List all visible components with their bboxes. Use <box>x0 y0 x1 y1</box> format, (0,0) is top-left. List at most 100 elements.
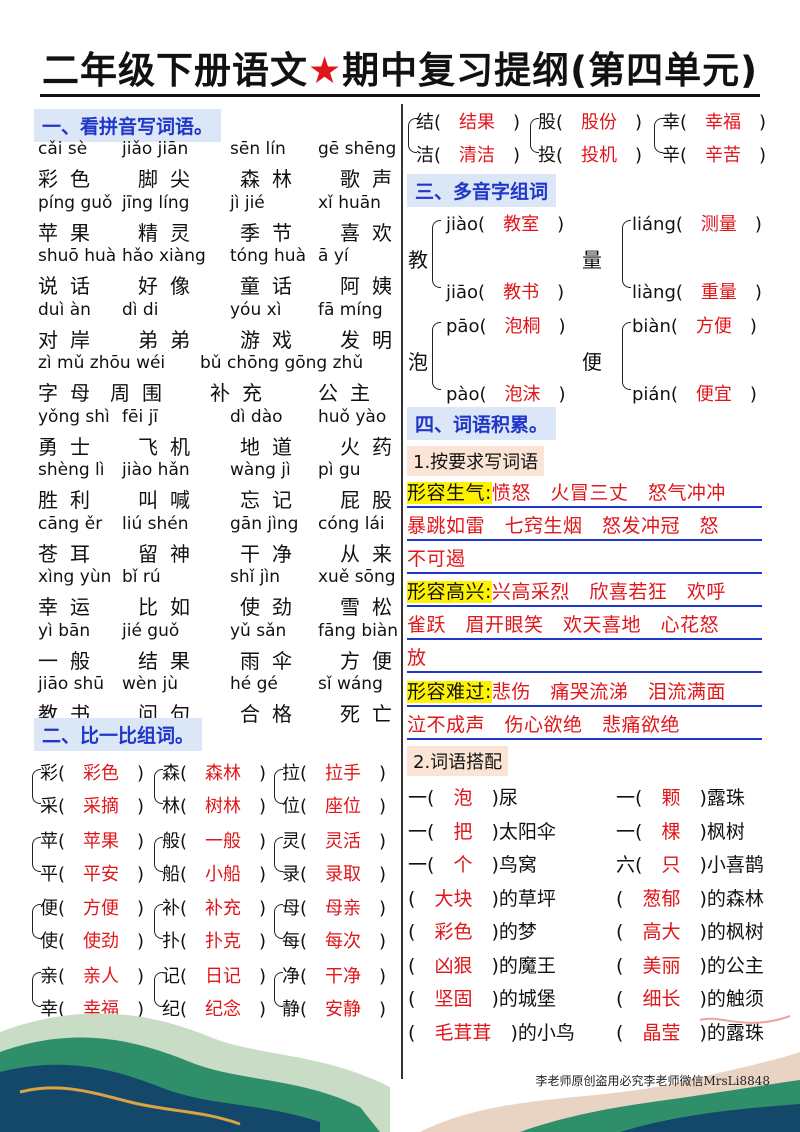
matching-suffix: )的森林 <box>699 887 764 910</box>
compare-answer: 股份 <box>581 112 618 133</box>
pinyin-text: wèn jù <box>122 674 179 694</box>
pinyin-text: shuō huà <box>38 246 117 266</box>
compare-pair: 采( 采摘 ) <box>40 796 145 817</box>
matching-prefix: ( <box>408 954 416 977</box>
brace-icon <box>432 322 441 390</box>
matching-answer: 个 <box>453 854 473 876</box>
polyphone-pinyin: liàng <box>632 282 676 303</box>
matching-answer: 棵 <box>661 820 681 843</box>
pinyin-text: bǔ chōng gōng zhǔ <box>200 353 364 373</box>
matching-prefix: 一( <box>408 820 435 843</box>
brace-icon <box>154 971 163 1007</box>
matching-suffix: )的魔王 <box>491 954 556 977</box>
compare-char: 每 <box>282 931 300 952</box>
chinese-word: 森林 <box>240 167 304 191</box>
polyphone-entry: pāo( 泡桐 ) <box>446 316 566 337</box>
compare-pair: 补( 补充 ) <box>162 898 267 919</box>
brace-icon <box>274 971 283 1007</box>
footer-credit: 李老师原创盗用必究李老师微信MrsLi8848 <box>535 1074 770 1088</box>
chinese-word: 干净 <box>240 541 304 566</box>
brace-icon <box>274 836 283 872</box>
brace-icon <box>154 836 163 872</box>
matching-suffix: )的小鸟 <box>510 1021 575 1044</box>
pinyin-text: gē shēng <box>318 139 397 159</box>
matching-prefix: ( <box>408 921 416 943</box>
polyphone-char: 泡 <box>408 350 428 374</box>
pinyin-text: dì dào <box>230 406 283 427</box>
category-sad: 形容难过:悲伤 痛哭流涕 泪流满面 泣不成声 伤心欲绝 悲痛欲绝 <box>407 676 767 742</box>
chinese-word: 忘记 <box>240 488 304 512</box>
brace-icon <box>32 769 41 804</box>
pinyin-text: shǐ jìn <box>230 567 280 587</box>
word-matching-item: 一( 泡 )尿 <box>408 783 518 810</box>
chinese-word: 游戏 <box>240 327 304 352</box>
polyphone-pinyin: biàn <box>632 316 671 337</box>
compare-pair: 位( 座位 ) <box>282 796 387 817</box>
pinyin-text: jì jié <box>230 192 265 213</box>
compare-pair: 亲( 亲人 ) <box>40 965 145 987</box>
compare-pair: 录( 录取 ) <box>282 863 387 885</box>
polyphone-answer: 泡沫 <box>504 384 541 405</box>
compare-char: 纪 <box>162 998 180 1020</box>
pinyin-text: liú shén <box>122 513 189 534</box>
polyphone-entry: jiāo( 教书 ) <box>446 282 565 303</box>
compare-answer: 干净 <box>325 965 362 987</box>
chinese-word: 从来 <box>340 541 404 566</box>
compare-answer: 母亲 <box>325 898 362 919</box>
matching-answer: 高大 <box>642 921 681 943</box>
compare-answer: 每次 <box>325 931 362 952</box>
section-3-heading: 三、多音字组词 <box>407 174 557 207</box>
matching-prefix: ( <box>616 954 624 977</box>
matching-answer: 彩色 <box>434 921 473 943</box>
chinese-word: 地道 <box>240 434 304 459</box>
matching-suffix: )的城堡 <box>491 988 556 1010</box>
polyphone-entry: pián( 便宜 ) <box>632 384 757 405</box>
compare-pair: 森( 森林 ) <box>162 763 267 784</box>
star-icon: ★ <box>308 49 343 92</box>
compare-char: 净 <box>282 965 300 987</box>
compare-char: 补 <box>162 898 180 919</box>
compare-pair: 彩( 彩色 ) <box>40 763 145 784</box>
word-matching-item: ( 大块 )的草坪 <box>408 884 556 911</box>
matching-suffix: )的梦 <box>491 921 537 943</box>
matching-prefix: ( <box>408 1021 416 1044</box>
answer-line <box>407 671 762 673</box>
polyphone-answer: 泡桐 <box>504 316 541 337</box>
compare-char: 便 <box>40 898 58 919</box>
matching-suffix: )小喜鹊 <box>699 854 764 876</box>
compare-answer: 平安 <box>83 863 120 885</box>
chinese-word: 周围 <box>110 381 174 405</box>
matching-suffix: )露珠 <box>699 787 745 809</box>
polyphone-pinyin: pào <box>446 384 480 405</box>
pinyin-text: yì bān <box>38 620 91 641</box>
compare-answer: 补充 <box>205 898 242 919</box>
matching-suffix: )的枫树 <box>699 921 764 943</box>
polyphone-pinyin: jiāo <box>446 282 479 303</box>
word-matching-item: ( 坚固 )的城堡 <box>408 984 556 1011</box>
matching-suffix: )的触须 <box>699 988 764 1010</box>
chinese-word: 飞机 <box>138 434 202 459</box>
word-matching-item: 一( 棵 )枫树 <box>616 817 745 844</box>
polyphone-entry: jiào( 教室 ) <box>446 214 565 235</box>
matching-prefix: ( <box>616 921 624 943</box>
matching-answer: 把 <box>453 820 473 843</box>
compare-answer: 座位 <box>325 796 362 817</box>
category-sad-words-2: 泣不成声 伤心欲绝 悲痛欲绝 <box>407 714 681 736</box>
category-happy: 形容高兴:兴高采烈 欣喜若狂 欢呼 雀跃 眉开眼笑 欢天喜地 心花怒 放 <box>407 576 767 675</box>
category-happy-words-3: 放 <box>407 647 427 669</box>
brace-icon <box>274 769 283 804</box>
chinese-word: 幸运 <box>38 595 102 619</box>
compare-char: 扑 <box>162 931 180 952</box>
matching-prefix: 一( <box>408 854 435 876</box>
matching-answer: 只 <box>661 854 681 876</box>
compare-char: 幸 <box>662 112 680 133</box>
chinese-word: 火药 <box>340 434 404 459</box>
compare-answer: 扑克 <box>205 931 242 952</box>
title-underline <box>40 94 760 97</box>
chinese-word: 发明 <box>340 327 404 352</box>
compare-pair: 纪( 纪念 ) <box>162 998 267 1020</box>
category-happy-words-1: 兴高采烈 欣喜若狂 欢呼 <box>491 581 726 603</box>
compare-pair: 扑( 扑克 ) <box>162 931 267 952</box>
compare-answer: 灵活 <box>325 830 362 852</box>
polyphone-char: 量 <box>582 248 602 272</box>
